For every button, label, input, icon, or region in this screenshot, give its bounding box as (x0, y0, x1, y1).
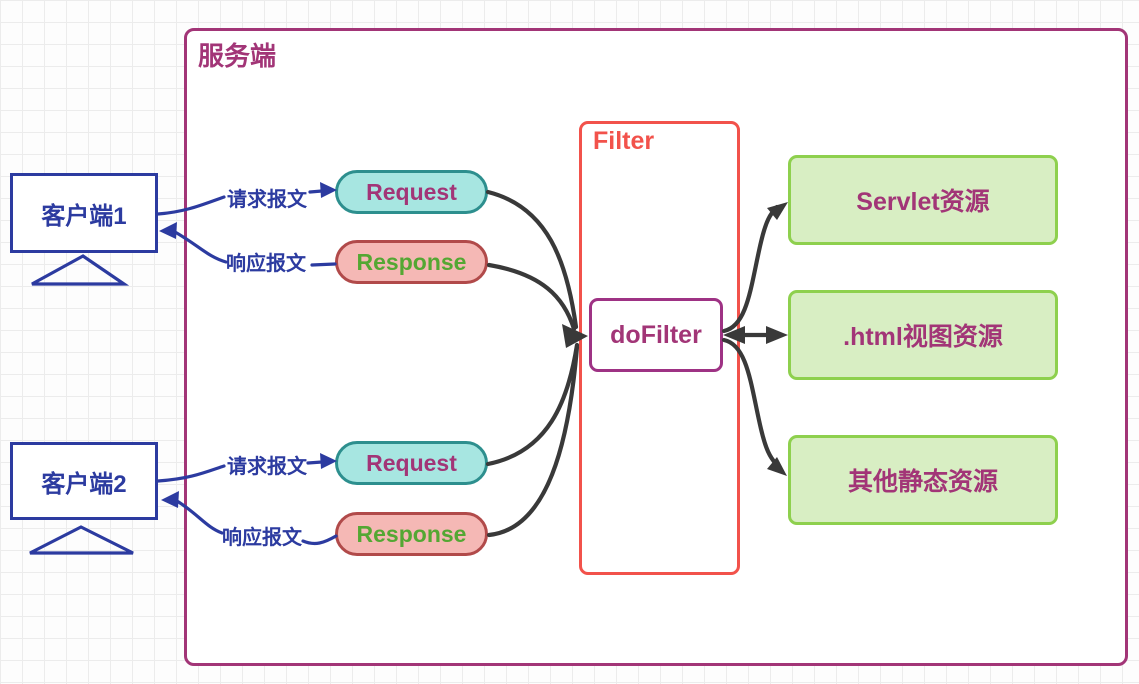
response-node-1: Response (335, 240, 488, 284)
resource-html-view: .html视图资源 (788, 290, 1058, 380)
response-message-label-2: 响应报文 (222, 526, 302, 549)
server-label: 服务端 (198, 41, 277, 71)
request-message-label-2: 请求报文 (227, 455, 307, 478)
client-2-stand-icon (29, 525, 134, 555)
client-1-stand-icon (31, 254, 130, 286)
client-2-node: 客户端2 (10, 442, 158, 520)
response-message-label-1: 响应报文 (226, 252, 306, 275)
request-node-2: Request (335, 441, 488, 485)
request-node-1: Request (335, 170, 488, 214)
filter-label: Filter (593, 127, 655, 155)
dofilter-node: doFilter (589, 298, 723, 372)
resource-servlet: Servlet资源 (788, 155, 1058, 245)
response-node-2: Response (335, 512, 488, 556)
resource-static: 其他静态资源 (788, 435, 1058, 525)
request-message-label-1: 请求报文 (227, 188, 307, 211)
client-1-node: 客户端1 (10, 173, 158, 253)
